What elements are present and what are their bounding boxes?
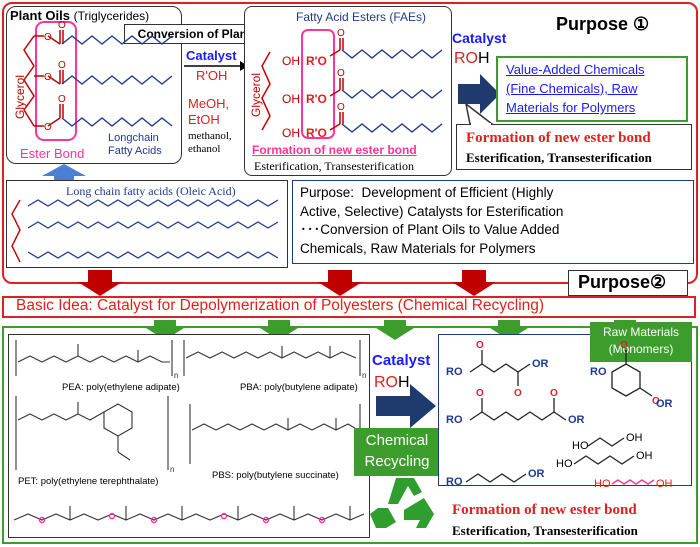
ho-label-2: HO — [556, 458, 573, 470]
oh-label-2: OH — [636, 450, 653, 462]
roh-label-3: ROH — [374, 374, 410, 391]
purpose-desc-text: Purpose: Development of Efficient (Highl… — [300, 185, 564, 256]
methanol-label: methanol, ethanol — [188, 130, 232, 155]
polyester-box — [8, 334, 370, 538]
purpose-desc-box — [292, 180, 694, 264]
svg-text:O: O — [337, 102, 345, 113]
rprime-o-2: R'O — [306, 92, 327, 106]
fae-box — [244, 6, 452, 176]
chemical-recycling-box — [354, 428, 440, 476]
svg-text:O: O — [620, 340, 628, 351]
svg-text:n: n — [174, 371, 178, 380]
svg-text:O: O — [476, 388, 484, 399]
r-oh-label: R'OH — [196, 68, 228, 83]
svg-text:O: O — [514, 388, 522, 399]
svg-text:O: O — [337, 68, 345, 79]
svg-text:O: O — [44, 72, 52, 83]
basic-idea-bar — [2, 296, 696, 318]
formation-right-box — [456, 124, 692, 170]
svg-text:O: O — [58, 60, 66, 71]
value-added-box — [496, 56, 688, 122]
pbs-label: PBS: poly(butylene succinate) — [212, 470, 339, 481]
purpose2-box — [568, 270, 688, 296]
oh-2: OH — [282, 92, 300, 106]
fae-title: Fatty Acid Esters (FAEs) — [296, 10, 427, 24]
raw-materials-label: Raw Materials (Monomers) — [602, 325, 680, 356]
svg-text:O: O — [44, 122, 52, 133]
svg-text:O: O — [58, 94, 66, 105]
chemical-recycling-label: Chemical Recycling — [364, 432, 430, 470]
ro-label-1: RO — [446, 366, 463, 378]
svg-text:O: O — [476, 340, 484, 351]
plant-oils-title: Plant Oils (Triglycerides) — [10, 8, 150, 23]
purpose2-label: Purpose② — [578, 272, 667, 292]
longchain-label: Longchain Fatty Acids — [108, 132, 162, 157]
bottom-frame — [2, 326, 698, 544]
oh-label-3: OH — [656, 478, 673, 490]
oh-label-1: OH — [626, 432, 643, 444]
or-label-3: OR — [656, 398, 673, 410]
meoh-label: MeOH, — [188, 96, 230, 111]
basic-idea-text: Basic Idea: Catalyst for Depolymerizatio… — [16, 297, 545, 314]
ester-bond-label: Ester Bond — [20, 146, 85, 161]
ho-label-3: HO — [594, 478, 611, 490]
svg-text:O: O — [652, 396, 660, 407]
ester-trans-label: Esterification, Transesterification — [254, 159, 414, 173]
ester-trans-bottom-label: Esterification, Transesterification — [452, 523, 638, 538]
oleic-label: Long chain fatty acids (Oleic Acid) — [66, 184, 236, 198]
catalyst-label-2: Catalyst — [452, 30, 507, 46]
oh-3: OH — [282, 126, 300, 140]
catalyst-label-1: Catalyst — [186, 48, 237, 63]
formation-new-label: Formation of new ester bond — [252, 143, 417, 157]
rprime-o-3: R'O — [306, 126, 327, 140]
pet-label: PET: poly(ethylene terephthalate) — [18, 476, 159, 487]
or-label-4: OR — [528, 468, 545, 480]
svg-text:O: O — [58, 20, 66, 31]
pba-label: PBA: poly(butylene adipate) — [240, 382, 358, 393]
raw-materials-box — [590, 322, 692, 362]
rprime-o-1: R'O — [306, 54, 327, 68]
formation-right-label: Formation of new ester bond — [466, 130, 651, 146]
ester-trans-right-label: Esterification, Transesterification — [466, 150, 652, 165]
ro-label-4: RO — [446, 476, 463, 488]
purpose1-label: Purpose ① — [556, 14, 650, 34]
svg-text:n: n — [362, 371, 366, 380]
ro-label-3: RO — [590, 366, 607, 378]
svg-text:O: O — [337, 28, 345, 39]
ho-label-1: HO — [572, 440, 589, 452]
catalyst-label-3: Catalyst — [372, 352, 431, 369]
or-label-2: OR — [568, 414, 585, 426]
formation-bottom-label: Formation of new ester bond — [452, 502, 637, 518]
svg-text:O: O — [550, 388, 558, 399]
or-label-1: OR — [532, 358, 549, 370]
ro-label-2: RO — [446, 414, 463, 426]
roh-label-2: ROH — [454, 50, 490, 67]
pea-label: PEA: poly(ethylene adipate) — [62, 382, 180, 393]
value-added-text[interactable]: Value-Added Chemicals (Fine Chemicals), … — [506, 62, 645, 115]
svg-text:n: n — [170, 465, 174, 474]
oh-1: OH — [282, 54, 300, 68]
svg-text:O: O — [44, 32, 52, 43]
etoh-label: EtOH — [188, 112, 220, 127]
